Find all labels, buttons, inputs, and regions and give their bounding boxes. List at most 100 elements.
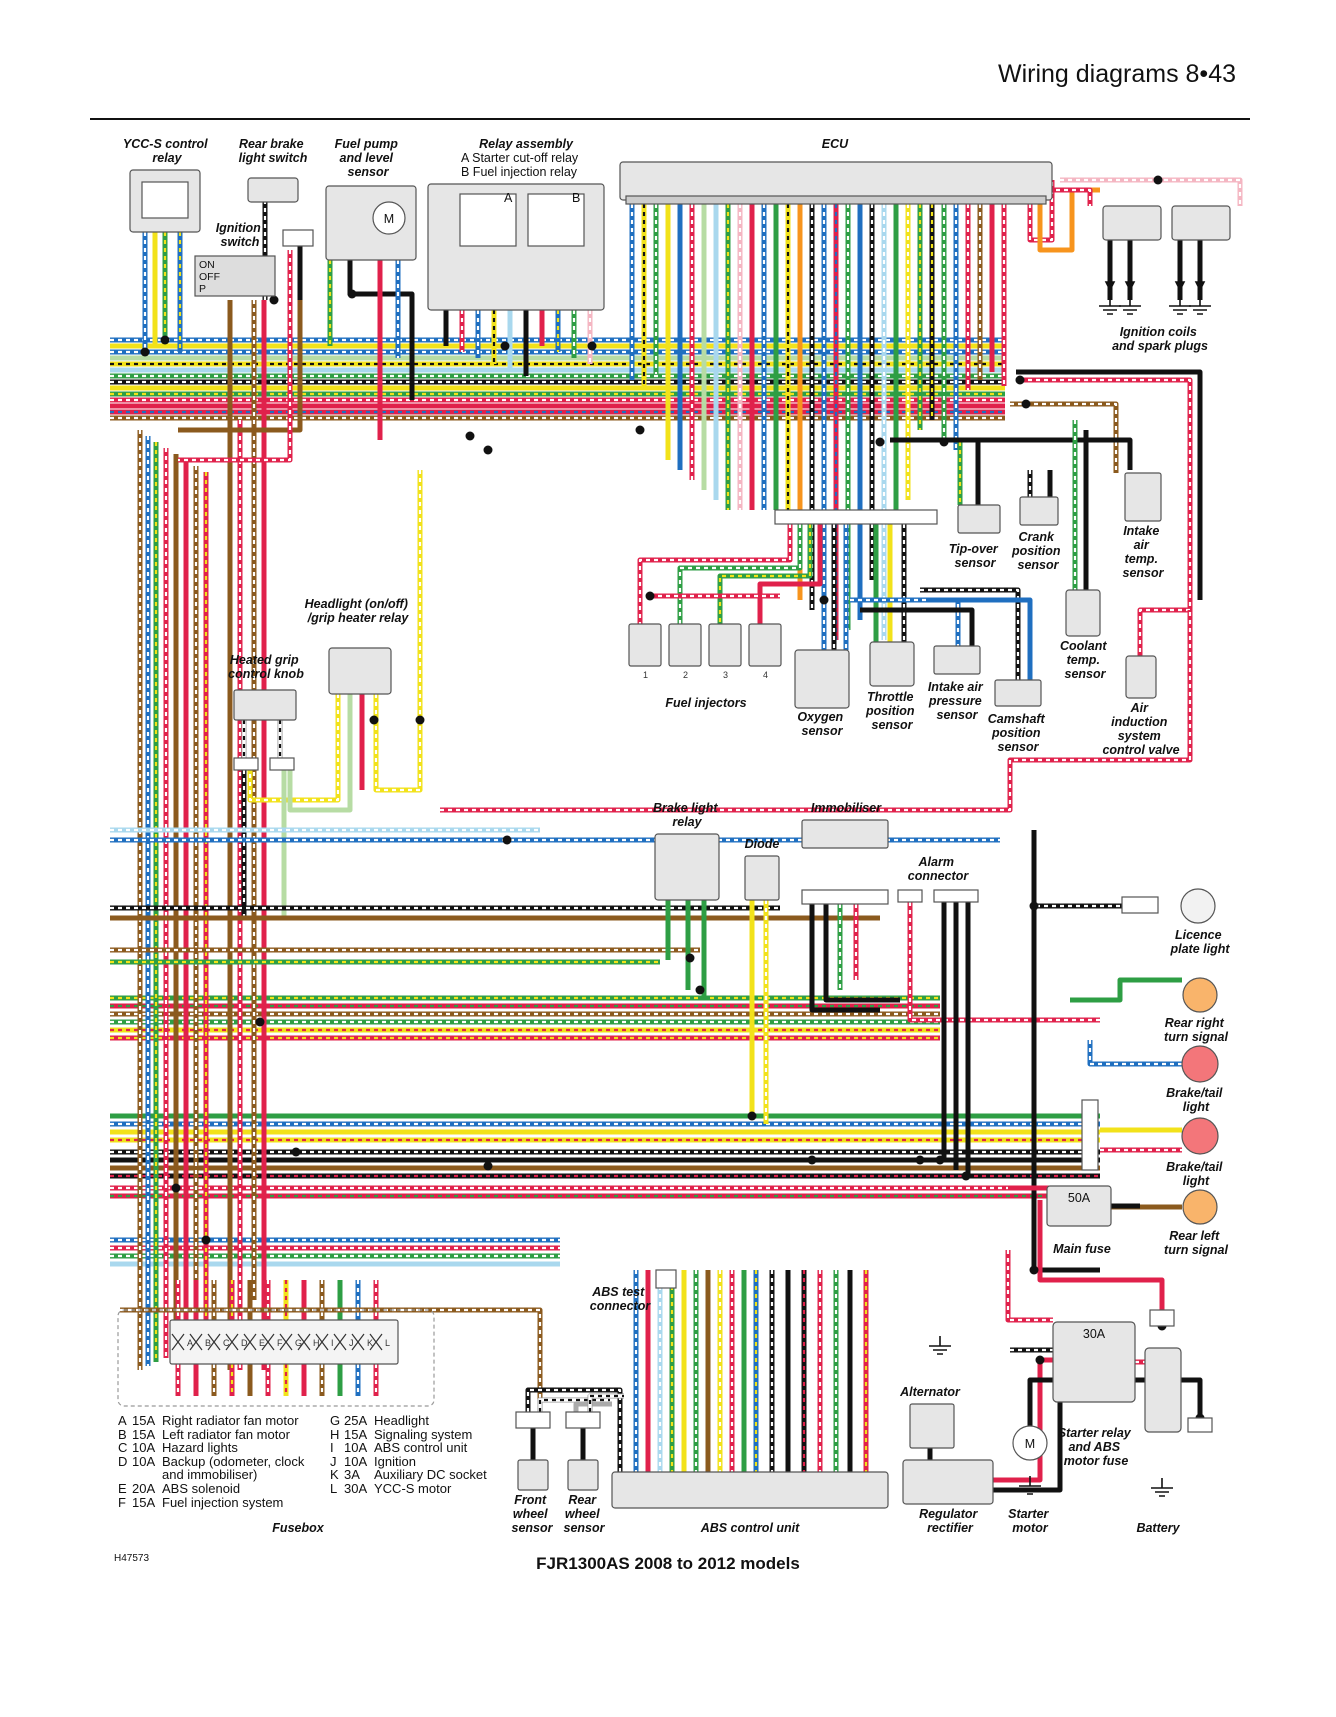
wire	[993, 1357, 1053, 1483]
fuse-legend-key: C	[118, 1440, 128, 1456]
wire	[823, 904, 900, 1003]
throttle-sensor-box	[869, 641, 915, 687]
rear-right-turn-label: Rear right turn signal	[1164, 1016, 1228, 1044]
fuse-legend-desc: Right radiator fan motor	[162, 1413, 299, 1428]
junction-dot	[171, 1183, 181, 1193]
ground-symbol	[1119, 296, 1141, 315]
wire	[930, 597, 1033, 680]
headlight-relay-box	[328, 647, 392, 695]
fuel-pump-motor-icon	[372, 201, 406, 235]
regulator-label: Regulator rectifier	[919, 1507, 981, 1535]
fuse-letter: L	[385, 1338, 390, 1348]
ecu-box	[619, 161, 1053, 201]
junction-dot	[255, 1017, 265, 1027]
wire	[941, 902, 971, 1176]
oxygen-label: Oxygen sensor	[797, 710, 846, 738]
abs-control-unit-box	[611, 1471, 889, 1509]
camshaft-label: Camshaft position sensor	[988, 712, 1048, 754]
injector-connector-strip	[774, 509, 938, 525]
junction-dot	[747, 1111, 757, 1121]
fuse-legend-amps: 10A	[132, 1453, 156, 1469]
fuse-legend-amps: 15A	[132, 1413, 156, 1428]
wire	[440, 610, 1193, 813]
front-wheel-label: Front wheel sensor	[512, 1493, 554, 1535]
intake-pressure-label: Intake air pressure sensor	[928, 680, 986, 722]
wire	[665, 900, 707, 1000]
fuse-letter: A	[187, 1338, 193, 1348]
junction-dot	[483, 445, 493, 455]
junction-dot	[935, 1155, 945, 1165]
fuse-symbol	[369, 1333, 383, 1351]
alarm-connector-b	[933, 889, 979, 903]
fuse-letter: E	[259, 1338, 265, 1348]
fuse-legend-amps: 10A	[344, 1453, 368, 1469]
fuel-injector-3	[708, 623, 742, 667]
ground-symbol	[1099, 296, 1121, 315]
junction-dot	[201, 1235, 211, 1245]
rear-wheel-label: Rear wheel sensor	[564, 1493, 606, 1535]
immobiliser-connector	[801, 889, 889, 905]
junction-dot	[160, 335, 170, 345]
throttle-label: Throttle position sensor	[865, 690, 918, 732]
fuse-legend-key: D	[118, 1453, 128, 1469]
air-induction-box	[1125, 655, 1157, 699]
starter-relay-label: Starter relay and ABS motor fuse	[1058, 1426, 1134, 1468]
heated-grip-connector-a	[233, 757, 259, 771]
wire	[178, 300, 303, 433]
fuse-letter: C	[223, 1338, 230, 1348]
drawing-code: H47573	[114, 1553, 150, 1564]
wire	[1070, 977, 1182, 1003]
junction-dot	[347, 289, 357, 299]
crank-label: Crank position sensor	[1011, 530, 1064, 572]
tip-over-sensor-box	[957, 504, 1001, 534]
ecu-label: ECU	[822, 137, 849, 151]
fuse-letter: B	[205, 1338, 211, 1348]
wire	[373, 470, 423, 793]
fuse-legend-desc: Hazard lights	[162, 1440, 238, 1456]
ignition-coil-1-2	[1102, 205, 1162, 241]
ecu-connector-strip	[625, 195, 1047, 205]
junction-dot	[1015, 375, 1025, 385]
page-header: Wiring diagrams 8•43	[90, 56, 1250, 120]
wire	[637, 524, 793, 624]
rear-left-turn-bulb	[1182, 1189, 1218, 1225]
fuse-letter: K	[367, 1338, 373, 1348]
fuse-legend-key: G	[330, 1413, 341, 1428]
rear-brake-switch-label: Rear brake light switch	[239, 137, 308, 165]
wire	[860, 607, 975, 646]
junction-dot	[1035, 1355, 1045, 1365]
fuse-symbol	[171, 1333, 185, 1351]
fuse-legend-key: F	[118, 1494, 126, 1510]
fuse-symbol	[243, 1333, 257, 1351]
junction-dot	[369, 715, 379, 725]
spark-plug-symbol	[1124, 281, 1136, 292]
fusebox-label: Fusebox	[272, 1521, 324, 1535]
junction-dot	[1029, 1265, 1039, 1275]
relay-assembly-title: Relay assembly	[479, 137, 574, 151]
immobiliser-label: Immobiliser	[811, 801, 882, 815]
coolant-sensor-box	[1065, 589, 1101, 637]
fuse-legend-amps: 10A	[132, 1440, 156, 1456]
fuse-legend-key: K	[330, 1467, 339, 1483]
fuse-legend-key: B	[118, 1426, 127, 1442]
brake-tail-1-label: Brake/tail light	[1166, 1086, 1226, 1114]
wire	[890, 437, 1133, 470]
brake-tail-bulb-2	[1181, 1117, 1219, 1155]
fuse-legend-key: H	[330, 1426, 340, 1442]
wire	[717, 524, 813, 624]
battery-label: Battery	[1136, 1521, 1180, 1535]
fuse-legend-desc: Fuel injection system	[162, 1494, 284, 1510]
abs-control-unit-label: ABS control unit	[700, 1521, 800, 1535]
wire	[241, 720, 283, 758]
fuse-symbol	[333, 1333, 347, 1351]
battery-terminal-box	[1149, 1309, 1175, 1327]
fuel-injectors-label: Fuel injectors	[665, 696, 746, 710]
spark-plug-symbol	[1194, 281, 1206, 292]
fuse-legend-key: A	[118, 1413, 127, 1428]
fuse-legend-desc: and immobiliser)	[162, 1467, 258, 1483]
